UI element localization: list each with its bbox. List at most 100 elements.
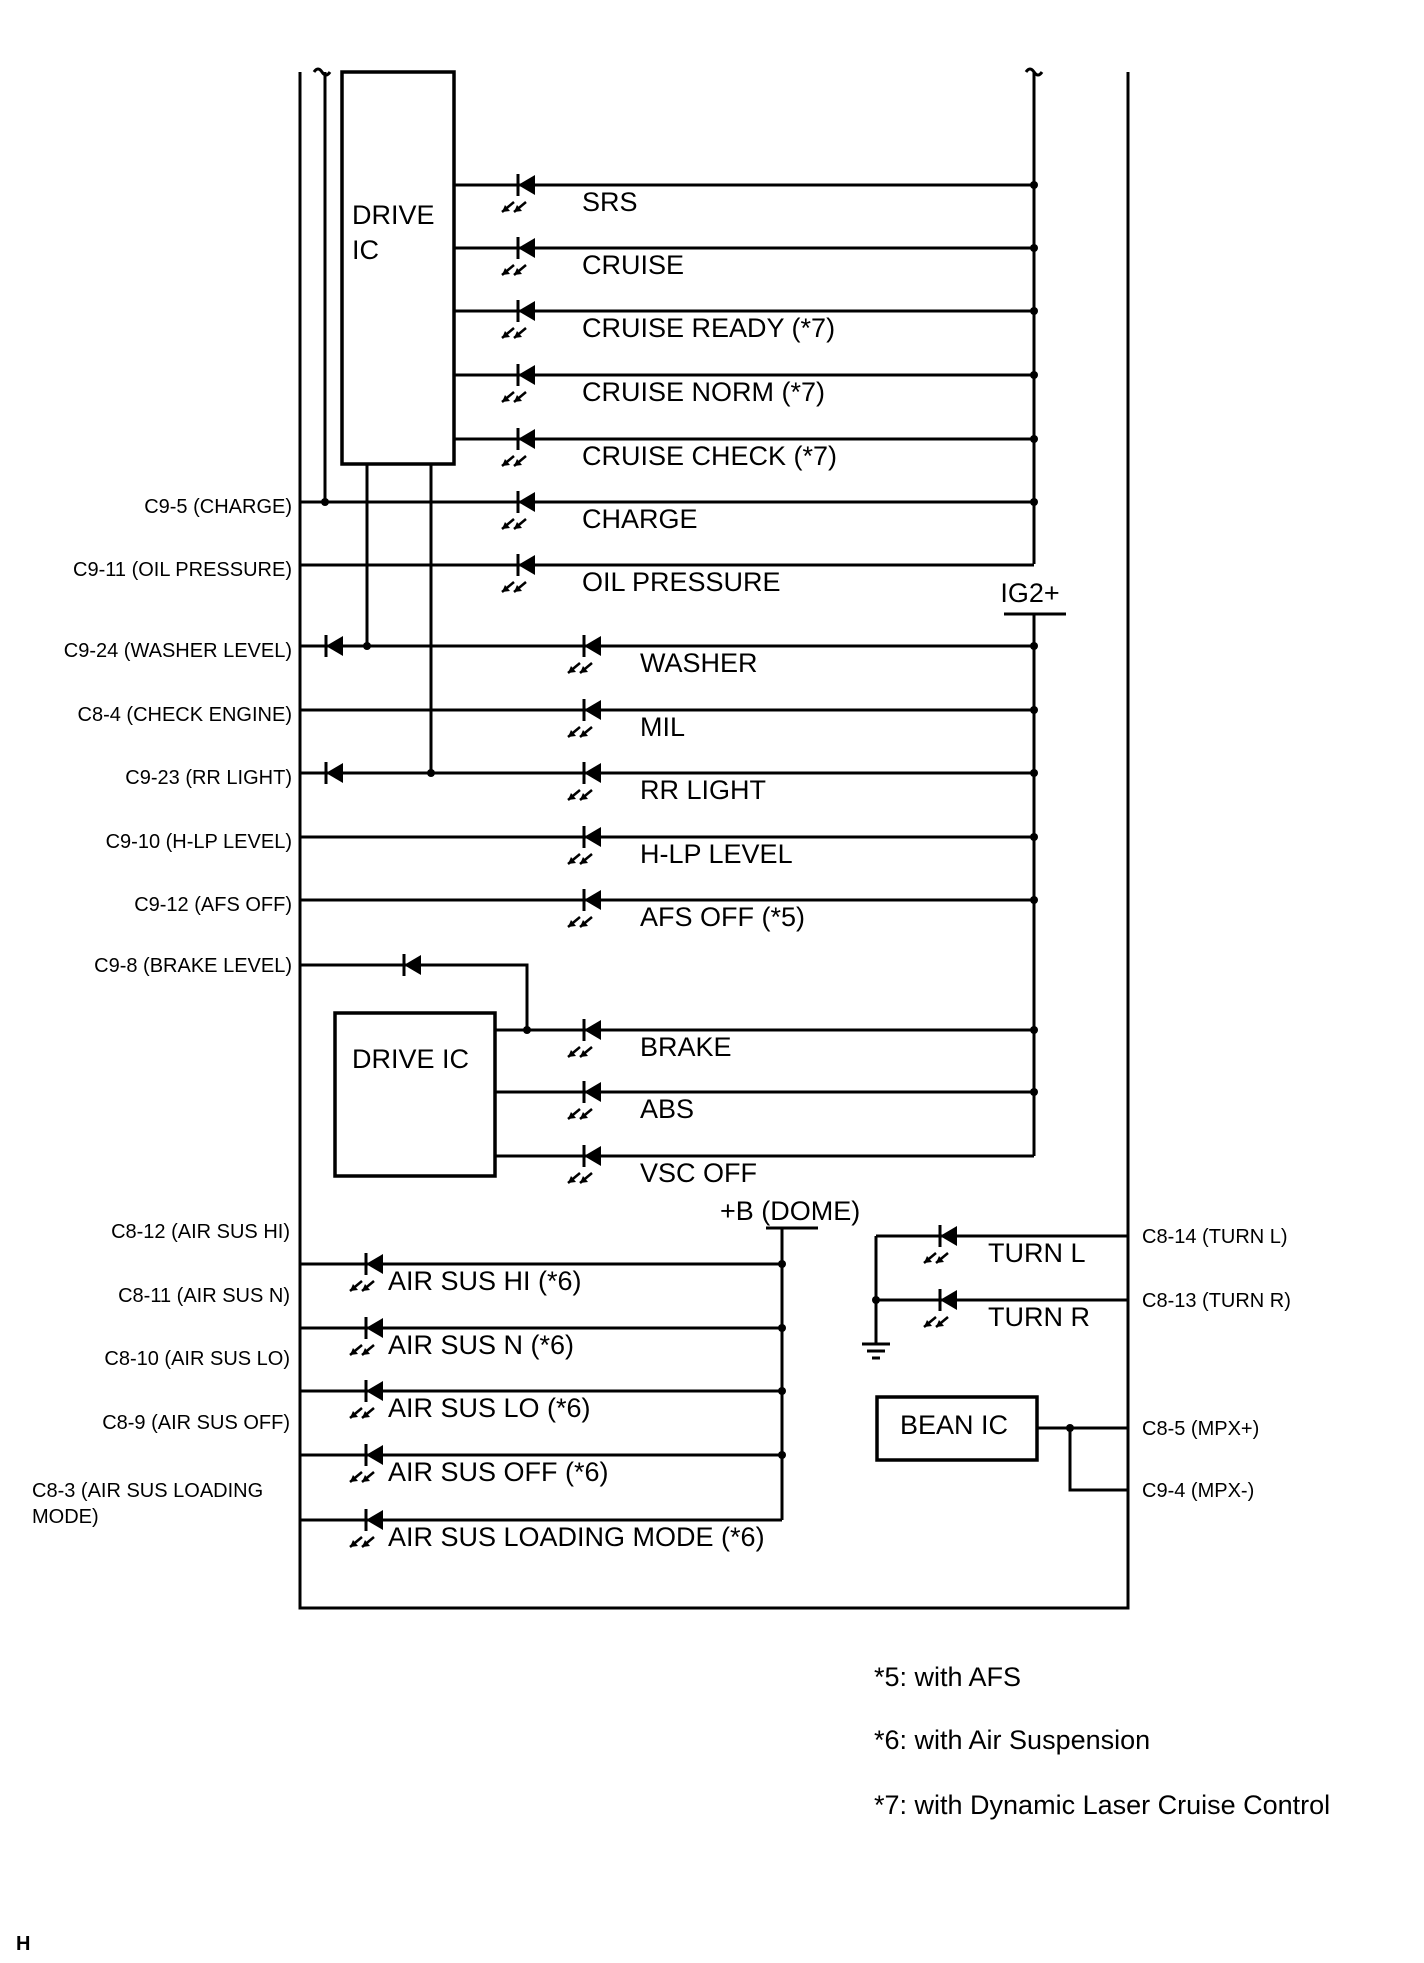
label-mil: MIL: [640, 712, 685, 742]
pin-mil: C8-4 (CHECK ENGINE): [78, 704, 292, 726]
led-brake: [567, 1019, 601, 1058]
junction-dot: [321, 498, 329, 506]
junction-dot: [872, 1296, 880, 1304]
pin-washer: C9-24 (WASHER LEVEL): [64, 640, 292, 662]
junction-dot: [1030, 896, 1038, 904]
junction-dot: [363, 642, 371, 650]
label-afs-off-5: AFS OFF (*5): [640, 902, 805, 932]
led-h-lp-level: [567, 826, 601, 865]
junction-dot: [778, 1451, 786, 1459]
drive-ic-top-box: [340, 70, 456, 466]
label-h-lp-level: H-LP LEVEL: [640, 839, 793, 869]
label-abs: ABS: [640, 1094, 694, 1124]
pin-turn-l: C8-14 (TURN L): [1142, 1226, 1288, 1248]
pin-h-lp-level: C9-10 (H-LP LEVEL): [106, 831, 292, 853]
pin-air-sus-lo-6: C8-10 (AIR SUS LO): [104, 1348, 290, 1370]
led-srs: [501, 174, 535, 213]
label-air-sus-lo-6: AIR SUS LO (*6): [388, 1393, 591, 1423]
label-washer: WASHER: [640, 648, 758, 678]
junction-dot: [1030, 769, 1038, 777]
junction-dot: [1030, 706, 1038, 714]
drive-ic-bottom-box: [333, 1011, 497, 1178]
led-cruise: [501, 237, 535, 276]
footnote: *7: with Dynamic Laser Cruise Control: [874, 1790, 1330, 1820]
led-washer: [567, 635, 601, 674]
footnote: *6: with Air Suspension: [874, 1725, 1150, 1755]
junction-dot: [1030, 1026, 1038, 1034]
diode-washer-level: [324, 635, 343, 657]
pin-mpx-minus: C9-4 (MPX-): [1142, 1480, 1254, 1502]
junction-dot: [1030, 833, 1038, 841]
pin-rr-light: C9-23 (RR LIGHT): [125, 767, 292, 789]
corner-mark: H: [16, 1933, 30, 1955]
label-srs: SRS: [582, 187, 638, 217]
junction-dot: [1030, 498, 1038, 506]
led-abs: [567, 1081, 601, 1120]
led-cruise-check-7: [501, 428, 535, 467]
label-vsc-off: VSC OFF: [640, 1158, 757, 1188]
break-mark: [312, 67, 332, 77]
b-dome-label: +B (DOME): [720, 1196, 860, 1226]
pin-oil-pressure: C9-11 (OIL PRESSURE): [73, 559, 292, 581]
label-oil-pressure: OIL PRESSURE: [582, 567, 781, 597]
led-air-sus-hi-6: [349, 1253, 383, 1292]
led-cruise-norm-7: [501, 364, 535, 403]
junction-dot: [1030, 307, 1038, 315]
label-charge: CHARGE: [582, 504, 698, 534]
led-air-sus-loading-mode-6: [349, 1509, 383, 1548]
led-air-sus-n-6: [349, 1317, 383, 1356]
label-cruise-norm-7: CRUISE NORM (*7): [582, 377, 825, 407]
pin-charge: C9-5 (CHARGE): [144, 496, 292, 518]
pin-air-sus-off-6: C8-9 (AIR SUS OFF): [102, 1412, 290, 1434]
label-cruise: CRUISE: [582, 250, 684, 280]
label-turn-l: TURN L: [988, 1238, 1086, 1268]
led-afs-off-5: [567, 889, 601, 928]
junction-dot: [427, 769, 435, 777]
led-mil: [567, 699, 601, 738]
label-cruise-check-7: CRUISE CHECK (*7): [582, 441, 837, 471]
pin-turn-r: C8-13 (TURN R): [1142, 1290, 1291, 1312]
bean-ic-box: [875, 1395, 1039, 1462]
wire-brake-level: [300, 963, 529, 1030]
label-air-sus-hi-6: AIR SUS HI (*6): [388, 1266, 582, 1296]
led-turn-r: [923, 1289, 957, 1328]
diode-brake-level: [402, 954, 421, 976]
pin-mpx-plus: C8-5 (MPX+): [1142, 1418, 1259, 1440]
led-turn-l: [923, 1225, 957, 1264]
led-charge: [501, 491, 535, 530]
junction-dot: [1030, 435, 1038, 443]
footnote: *5: with AFS: [874, 1662, 1021, 1692]
diode-rr-light: [324, 762, 343, 784]
drive-ic-bottom-label: DRIVE IC: [352, 1044, 469, 1074]
led-rr-light: [567, 762, 601, 801]
junction-dot: [1066, 1424, 1074, 1432]
label-cruise-ready-7: CRUISE READY (*7): [582, 313, 835, 343]
components: [324, 70, 1039, 1548]
junction-dot: [1030, 244, 1038, 252]
label-air-sus-n-6: AIR SUS N (*6): [388, 1330, 574, 1360]
pin-air-sus-n-6: C8-11 (AIR SUS N): [118, 1285, 290, 1307]
junction-dot: [778, 1324, 786, 1332]
label-air-sus-loading-mode-6: AIR SUS LOADING MODE (*6): [388, 1522, 765, 1552]
label-brake: BRAKE: [640, 1032, 732, 1062]
led-air-sus-lo-6: [349, 1380, 383, 1419]
junction-dot: [1030, 371, 1038, 379]
label-air-sus-off-6: AIR SUS OFF (*6): [388, 1457, 609, 1487]
label-turn-r: TURN R: [988, 1302, 1090, 1332]
wire-mpx-minus: [1068, 1428, 1128, 1492]
pin-afs-off-5: C9-12 (AFS OFF): [134, 894, 292, 916]
led-oil-pressure: [501, 554, 535, 593]
meter-frame: [298, 72, 1130, 1610]
bean-ic-label: BEAN IC: [900, 1410, 1008, 1440]
junction-dot: [778, 1260, 786, 1268]
led-air-sus-off-6: [349, 1444, 383, 1483]
junction-dot: [1030, 1088, 1038, 1096]
label-rr-light: RR LIGHT: [640, 775, 766, 805]
pin-air-sus-hi-6: C8-12 (AIR SUS HI): [111, 1221, 290, 1243]
led-vsc-off: [567, 1145, 601, 1184]
junction-dot: [1030, 642, 1038, 650]
junction-dot: [778, 1387, 786, 1395]
